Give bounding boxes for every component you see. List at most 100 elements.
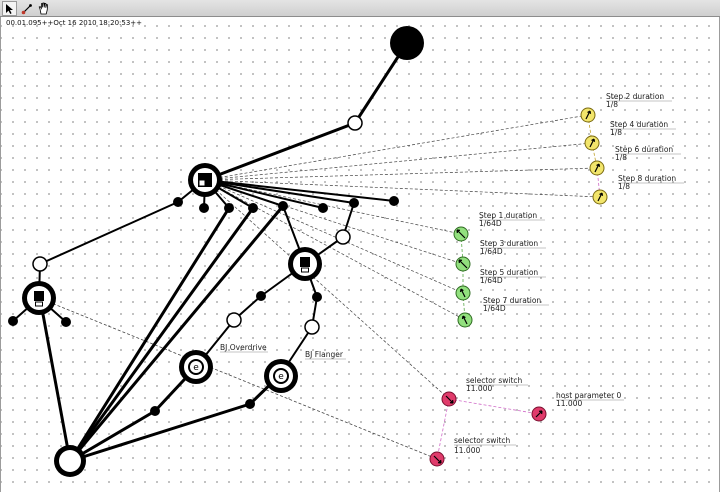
param-value: 11.000	[454, 446, 480, 455]
pink-parameter-group	[429, 391, 547, 467]
param-value: 1/8	[610, 128, 622, 137]
wire-tool-button[interactable]	[19, 1, 34, 16]
wire	[38, 296, 72, 463]
overdrive-agent-node[interactable]: e	[179, 350, 213, 384]
wire	[68, 402, 252, 463]
flanger-agent-node[interactable]: e	[264, 359, 298, 393]
yellow-parameter-node[interactable]	[584, 135, 600, 151]
param-value: 1/8	[618, 182, 630, 191]
param-label: Step 8 duration	[618, 174, 676, 183]
left-rig-node[interactable]	[22, 281, 56, 315]
param-value: 11.000	[466, 384, 492, 393]
pink-parameter-node[interactable]	[429, 451, 445, 467]
root-node[interactable]	[390, 26, 424, 60]
port-dot[interactable]	[318, 203, 328, 213]
yellow-parameter-labels: Step 2 duration 1/8 Step 4 duration 1/8 …	[606, 92, 684, 191]
select-tool-button[interactable]	[2, 1, 17, 16]
select-arrow-icon	[5, 3, 13, 14]
mid-rig-node[interactable]	[288, 247, 322, 281]
wire	[68, 206, 255, 463]
green-parameter-node[interactable]	[455, 285, 471, 301]
main-rig-node[interactable]	[188, 163, 222, 197]
param-label: host parameter 0	[556, 391, 622, 400]
parameter-wire	[204, 179, 464, 294]
wire	[204, 179, 324, 209]
param-label: Step 4 duration	[610, 120, 668, 129]
port-dot[interactable]	[248, 203, 258, 213]
port-dot[interactable]	[224, 203, 234, 213]
patch-canvas-background[interactable]	[0, 17, 720, 492]
hand-pan-icon	[38, 2, 48, 15]
connector-node[interactable]	[226, 312, 242, 328]
port-dot[interactable]	[245, 399, 255, 409]
parameter-wire	[204, 142, 593, 181]
green-parameter-node[interactable]	[453, 226, 469, 242]
output-node[interactable]	[54, 445, 86, 477]
yellow-parameter-group	[580, 107, 608, 205]
green-parameter-group	[453, 226, 473, 328]
port-dot[interactable]	[349, 198, 359, 208]
wire	[204, 179, 355, 204]
chain-wire	[448, 398, 540, 415]
port-dot[interactable]	[256, 291, 266, 301]
connector-node[interactable]	[32, 256, 48, 272]
parameter-wire	[204, 179, 450, 400]
arrow-up-icon	[459, 288, 466, 298]
port-dot[interactable]	[150, 406, 160, 416]
arrow-right-down-icon	[433, 455, 442, 464]
chain-wire	[436, 398, 450, 460]
arrow-up-icon	[589, 138, 596, 148]
yellow-parameter-node[interactable]	[589, 160, 605, 176]
toolbar	[0, 0, 720, 17]
wire	[39, 201, 179, 265]
param-label: Step 1 duration	[479, 211, 537, 220]
param-value: 1/64D	[480, 247, 503, 256]
arrow-up-icon	[594, 163, 601, 173]
overdrive-label: BJ Overdrive	[220, 343, 267, 352]
param-label: Step 5 duration	[480, 268, 538, 277]
param-label: Step 6 duration	[615, 145, 673, 154]
param-value: 1/8	[615, 153, 627, 162]
param-value: 11.000	[556, 399, 582, 408]
green-parameter-node[interactable]	[457, 312, 473, 328]
port-dot[interactable]	[199, 203, 209, 213]
param-value: 1/64D	[480, 276, 503, 285]
wire	[68, 206, 231, 463]
green-parameter-node[interactable]	[455, 256, 471, 272]
connector-node[interactable]	[335, 229, 351, 245]
wire	[204, 179, 395, 202]
yellow-parameter-node[interactable]	[592, 189, 608, 205]
flanger-label: BJ Flanger	[305, 350, 344, 359]
rig-icon	[300, 257, 310, 267]
parameter-wires	[38, 114, 601, 460]
arrow-right-down-icon	[445, 395, 454, 404]
parameter-wire	[204, 167, 598, 181]
status-text: 00.01.095++Oct 16 2010 18:20:53++	[6, 19, 143, 27]
pink-parameter-node[interactable]	[531, 406, 547, 422]
port-dot[interactable]	[278, 201, 288, 211]
connector-node[interactable]	[347, 115, 363, 131]
port-dot[interactable]	[61, 317, 71, 327]
structure-wires	[12, 41, 409, 463]
pink-parameter-labels: selector switch 11.000 host parameter 0 …	[454, 376, 624, 455]
param-label: selector switch	[466, 376, 523, 385]
port-dot[interactable]	[312, 292, 322, 302]
rig-icon	[34, 291, 44, 301]
yellow-parameter-node[interactable]	[580, 107, 596, 123]
wire	[203, 121, 357, 182]
port-dot[interactable]	[389, 196, 399, 206]
port-dot[interactable]	[173, 197, 183, 207]
parameter-wire	[204, 179, 601, 198]
pink-parameter-node[interactable]	[441, 391, 457, 407]
parameter-wire	[204, 179, 462, 235]
arrow-left-up-icon	[456, 229, 466, 239]
parameter-wire	[204, 179, 466, 321]
hand-tool-button[interactable]	[36, 1, 51, 16]
green-parameter-labels: Step 1 duration 1/64D Step 3 duration 1/…	[479, 211, 549, 313]
connector-node[interactable]	[304, 319, 320, 335]
port-dot[interactable]	[8, 316, 18, 326]
arrow-up-icon	[585, 110, 592, 120]
wire-tool-icon	[21, 3, 32, 14]
param-label: Step 7 duration	[483, 296, 541, 305]
